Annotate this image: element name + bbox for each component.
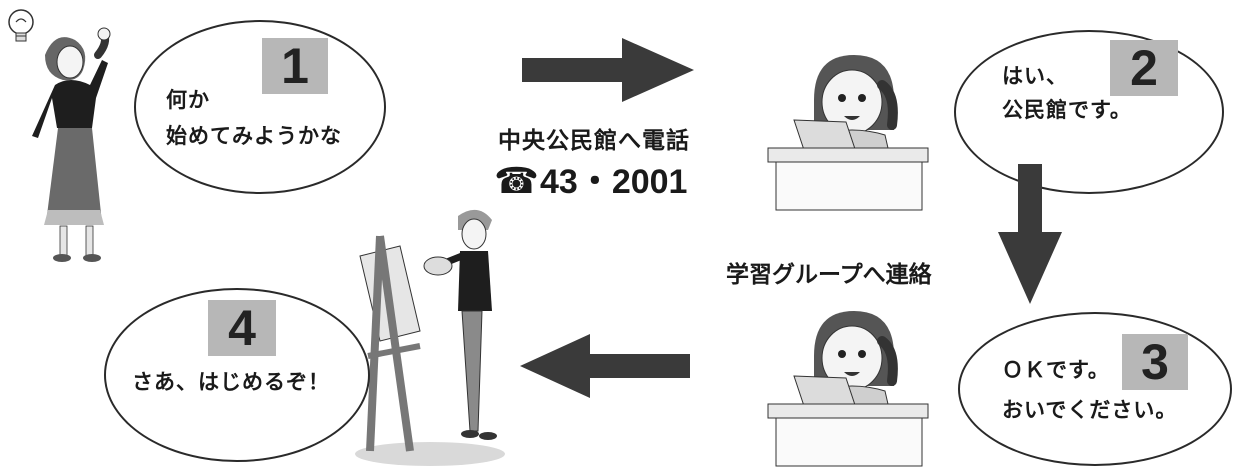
call-label: 中央公民館へ電話: [498, 128, 690, 154]
step-number-2: 2: [1110, 40, 1178, 96]
bubble-4-line-1: さあ、はじめるぞ！: [132, 370, 330, 394]
lightbulb-icon: [8, 9, 34, 42]
step-number-4: 4: [208, 300, 276, 356]
phone-number: 43・2001: [540, 163, 688, 201]
bubble-1-line-1: 何か: [166, 88, 210, 112]
speech-bubble-3: [958, 312, 1232, 466]
phone-icon: ☎: [494, 161, 539, 202]
arrow-right: [522, 38, 694, 102]
arrow-down: [998, 164, 1062, 304]
speech-bubble-1: [134, 20, 386, 194]
arrow-left: [520, 334, 690, 398]
bubble-3-line-1: ＯＫです。: [1002, 358, 1110, 382]
bubble-2-line-1: はい、: [1002, 64, 1068, 88]
relay-label: 学習グループへ連絡: [726, 262, 932, 288]
woman-thinking-illustration: [8, 9, 111, 262]
receptionist-phone-illustration-bottom: [767, 311, 929, 467]
step-number-3: 3: [1122, 334, 1188, 390]
speech-bubble-2: [954, 30, 1224, 194]
painter-easel-illustration: [355, 209, 505, 466]
bubble-1-line-2: 始めてみようかな: [166, 124, 342, 148]
bubble-3-line-2: おいでください。: [1002, 398, 1178, 422]
receptionist-phone-illustration-top: [767, 55, 929, 211]
bubble-2-line-2: 公民館です。: [1002, 98, 1132, 122]
step-number-1: 1: [262, 38, 328, 94]
